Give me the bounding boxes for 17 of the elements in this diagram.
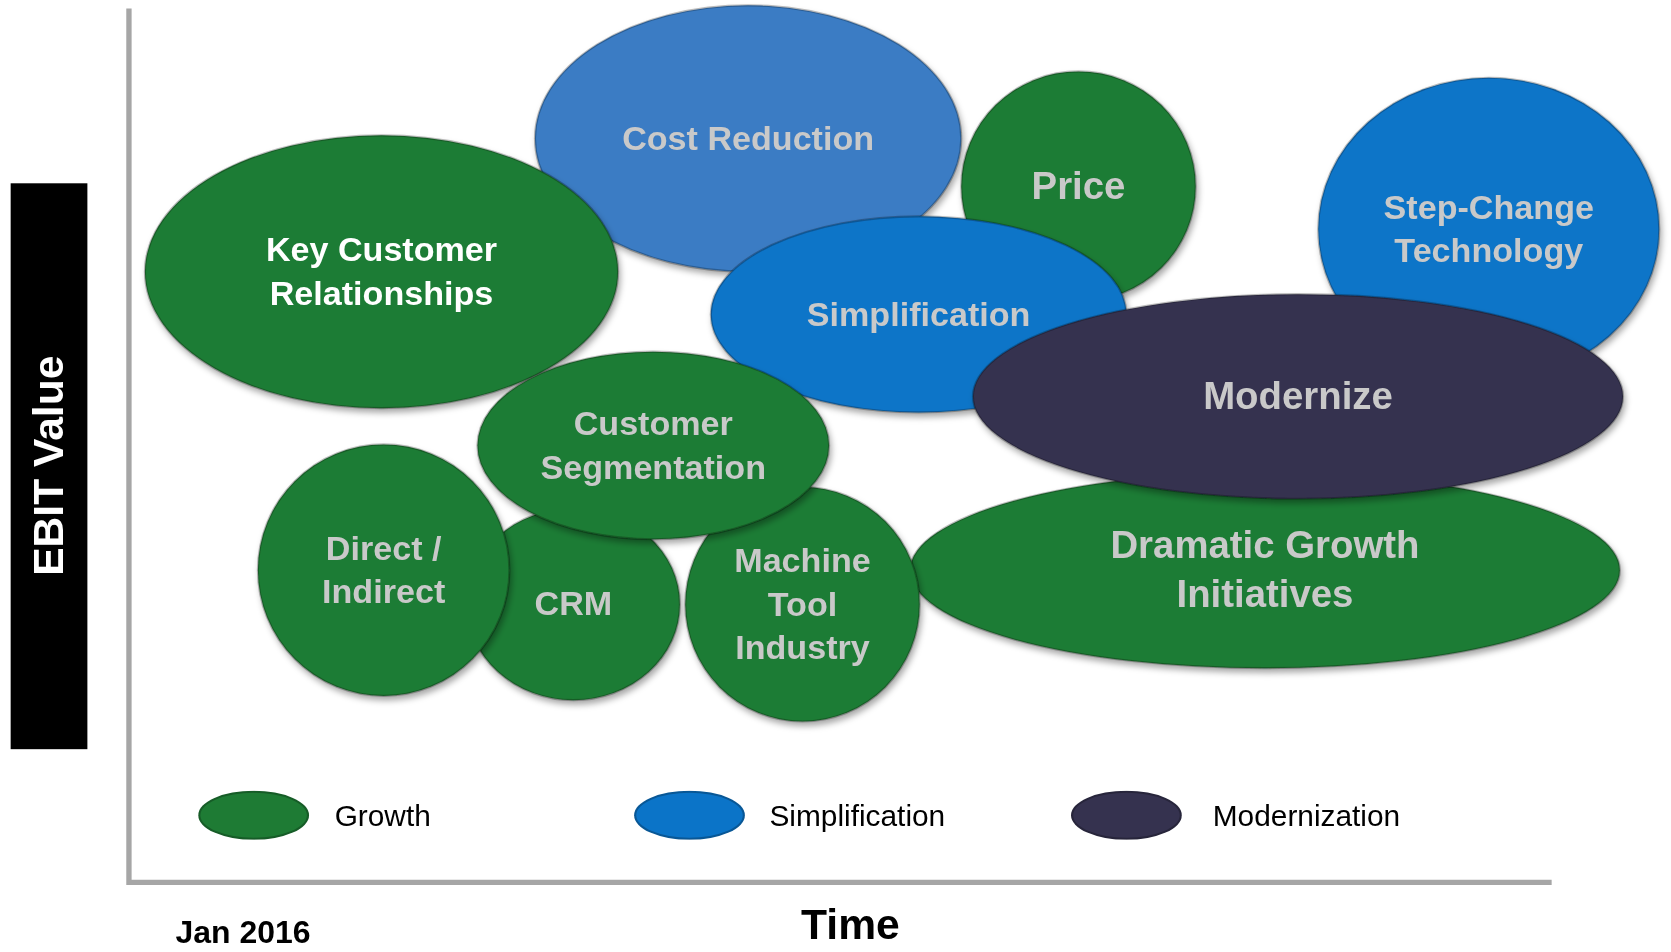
bubble-label: Step-Change Technology <box>1382 186 1595 272</box>
bubble-label: Price <box>1030 163 1127 210</box>
bubble-label: Key Customer Relationships <box>264 229 499 315</box>
axis-title: Time <box>801 901 900 949</box>
bubble-label: Dramatic Growth Initiatives <box>1109 522 1421 618</box>
bubble-label: CRM <box>533 583 614 625</box>
bubble-label: Cost Reduction <box>621 117 876 160</box>
bubble-label: Machine Tool Industry <box>733 539 872 669</box>
legend-label: Growth <box>334 799 431 834</box>
date-label: Jan 2016 <box>175 914 311 951</box>
legend-label: Modernization <box>1212 799 1401 834</box>
bubble-label: Direct / Indirect <box>321 527 447 613</box>
legend-label: Simplification <box>769 799 946 834</box>
bubble-label: Customer Segmentation <box>539 402 767 488</box>
axis-title: EBIT Value <box>25 355 73 576</box>
bubble-label: Simplification <box>805 293 1032 336</box>
bubble-label: Modernize <box>1202 373 1394 420</box>
